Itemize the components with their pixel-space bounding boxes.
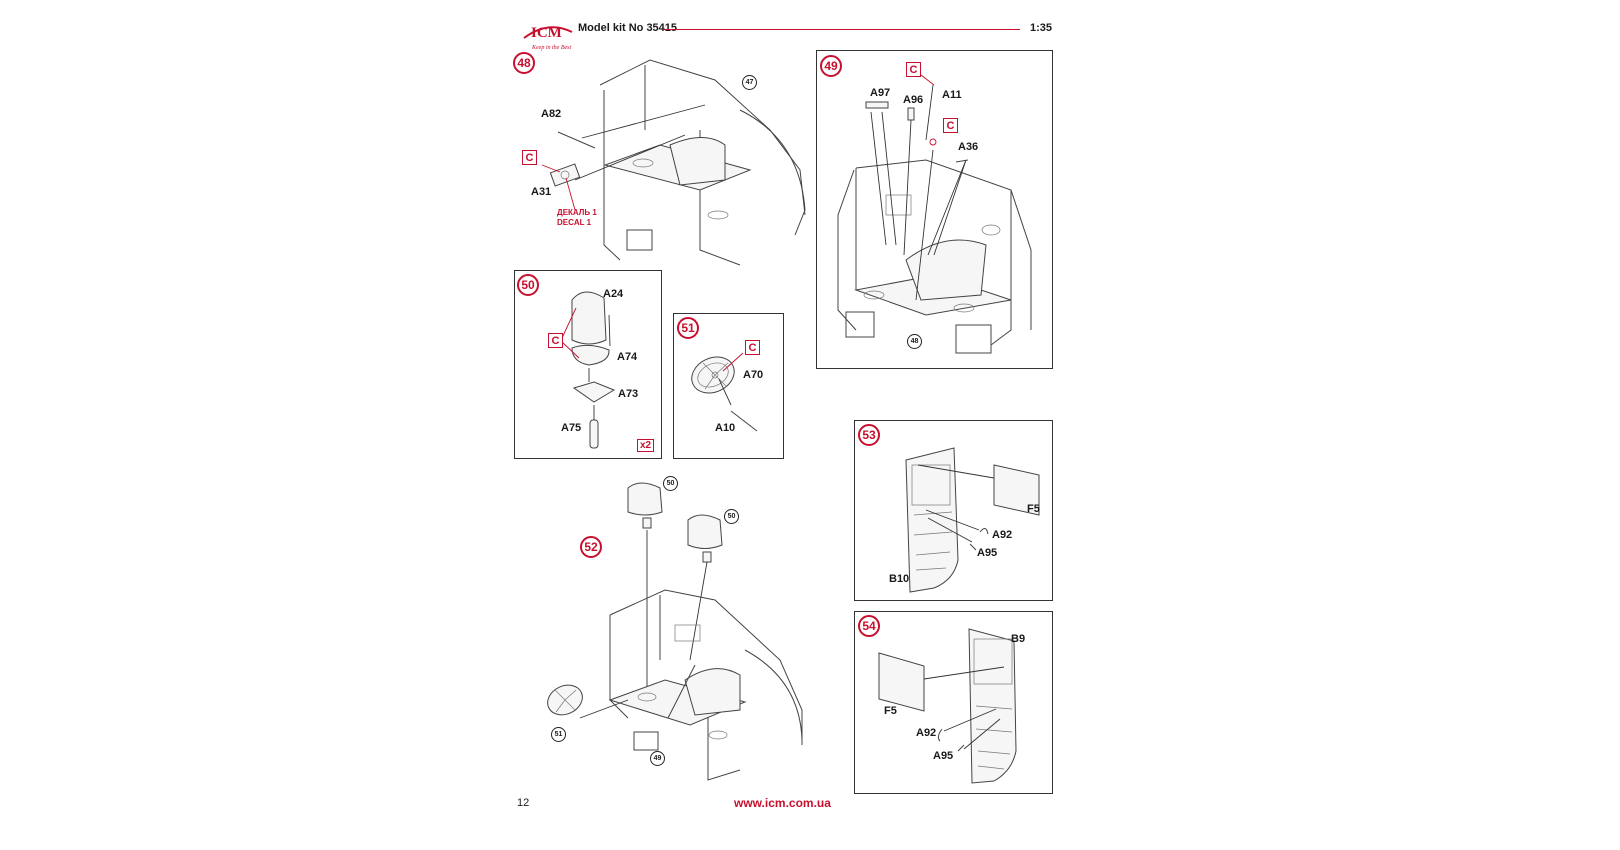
- kit-number: Model kit No 35415: [578, 22, 678, 34]
- step-52-ref: 49: [650, 751, 665, 766]
- step-52-ref: 51: [551, 727, 566, 742]
- step-52-ref: 50: [724, 509, 739, 524]
- part-label: A82: [541, 108, 562, 120]
- step-52-badge: 52: [580, 536, 602, 558]
- color-code-box: C: [906, 62, 921, 77]
- step-54-diagram: [878, 628, 1017, 784]
- scale-label: 1:35: [1030, 22, 1053, 34]
- step-53-diagram: [905, 447, 1040, 593]
- page-number: 12: [517, 797, 530, 809]
- header-rule: [663, 29, 1020, 30]
- part-label: A92: [916, 727, 937, 739]
- quantity-badge: x2: [637, 439, 655, 452]
- step-52-ref: 50: [663, 476, 678, 491]
- part-label: A31: [531, 186, 552, 198]
- part-label: B9: [1011, 633, 1026, 645]
- part-label: A92: [992, 529, 1013, 541]
- step-54-frame: [854, 611, 1053, 794]
- step-49-badge: 49: [820, 55, 842, 77]
- step-49-ref: 48: [907, 334, 922, 349]
- logo-swoosh: ICM Keep in the Best: [523, 25, 573, 51]
- part-label: A95: [977, 547, 998, 559]
- icm-logo: ICM Keep in the Best: [522, 18, 574, 52]
- part-label: A95: [933, 750, 954, 762]
- part-label: A36: [958, 141, 979, 153]
- step-48-ref: 47: [742, 75, 757, 90]
- decal-en: DECAL 1: [557, 218, 592, 227]
- step-51-diagram: [691, 352, 758, 432]
- part-label: A96: [903, 94, 924, 106]
- part-label: A70: [743, 369, 764, 381]
- step-54-badge: 54: [858, 615, 880, 637]
- part-label: F5: [1027, 503, 1040, 515]
- website-link[interactable]: www.icm.com.ua: [734, 796, 831, 810]
- color-code-box: C: [943, 118, 958, 133]
- step-51-badge: 51: [677, 317, 699, 339]
- color-code-box: C: [745, 340, 760, 355]
- step-48-badge: 48: [513, 52, 535, 74]
- part-label: A97: [870, 87, 891, 99]
- color-code-box: C: [548, 333, 563, 348]
- step-52-diagram: [547, 482, 803, 781]
- step-50-diagram: [561, 291, 616, 449]
- part-label: A10: [715, 422, 736, 434]
- decal-note: ДЕКАЛЬ 1 DECAL 1: [557, 208, 597, 228]
- part-label: A24: [603, 288, 624, 300]
- part-label: A75: [561, 422, 582, 434]
- step-50-badge: 50: [517, 274, 539, 296]
- step-53-badge: 53: [858, 424, 880, 446]
- part-label: A11: [942, 89, 962, 101]
- logo-text: ICM: [531, 25, 562, 41]
- part-label: F5: [884, 705, 897, 717]
- color-code-box: C: [522, 150, 537, 165]
- step-49-diagram: [837, 74, 1032, 354]
- part-label: B10: [889, 573, 910, 585]
- decal-ru: ДЕКАЛЬ 1: [557, 208, 597, 217]
- step-48-diagram: [541, 59, 806, 266]
- logo-tagline: Keep in the Best: [531, 45, 571, 51]
- part-label: A74: [617, 351, 638, 363]
- part-label: A73: [618, 388, 639, 400]
